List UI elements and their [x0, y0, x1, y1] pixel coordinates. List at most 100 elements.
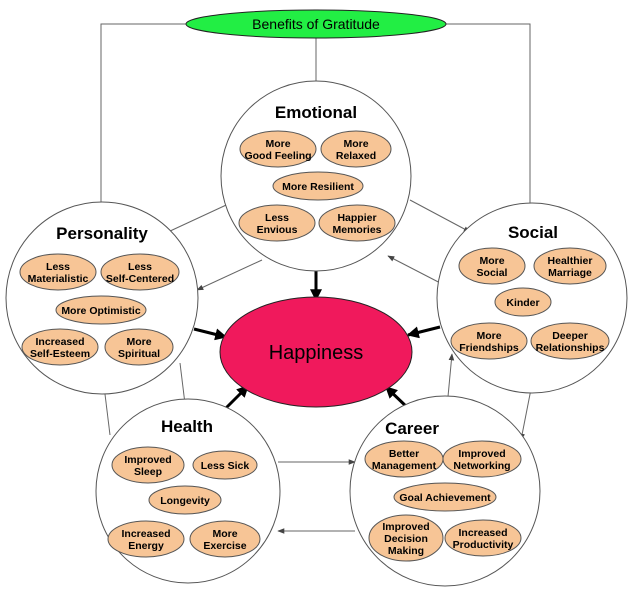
benefit-pill-shape [272, 171, 364, 201]
benefit-label-line: Marriage [548, 267, 592, 279]
benefit-label-line: Management [372, 460, 437, 472]
benefit-label-line: More [126, 336, 151, 348]
benefit-label-line: Less Sick [201, 460, 250, 472]
benefit-pill-shape [450, 322, 528, 360]
benefit-label-line: More Optimistic [61, 305, 141, 317]
benefit-label-line: Self-Centered [106, 273, 174, 285]
happiness-arrows [193, 270, 441, 412]
benefit-label-line: Happier [337, 212, 376, 224]
benefit-label-line: Energy [128, 540, 164, 552]
benefit-label-line: Improved [458, 448, 505, 460]
benefit-label-line: Improved [382, 521, 429, 533]
benefit-label: Kinder [506, 297, 539, 309]
benefit-label-line: Envious [257, 224, 298, 236]
connector-top-social [442, 23, 533, 213]
benefit-pill-shape [189, 520, 261, 558]
benefit-pill-shape [55, 295, 147, 325]
benefit-label: Goal Achievement [399, 492, 491, 504]
benefit-pill: Longevity [148, 485, 222, 515]
center-node-shape [219, 296, 413, 408]
benefit-label-line: Improved [124, 454, 171, 466]
arrow-health-happiness [222, 384, 250, 412]
benefit-label: Longevity [160, 495, 210, 507]
benefit-pill-shape [19, 253, 97, 291]
benefit-label-line: Spiritual [118, 348, 160, 360]
top-node-shape [185, 9, 447, 39]
center-node-label: Happiness [269, 342, 364, 364]
benefit-pill: More Optimistic [55, 295, 147, 325]
benefit-label-line: Kinder [506, 297, 539, 309]
benefit-label-line: Deeper [552, 330, 588, 342]
benefit-label-line: Relationships [536, 342, 605, 354]
benefit-label-line: Increased [458, 527, 507, 539]
benefit-label-line: Self-Esteem [30, 348, 90, 360]
benefit-pill-shape [530, 322, 610, 360]
benefit-label-line: Productivity [453, 539, 514, 551]
benefit-label-line: Longevity [160, 495, 210, 507]
benefit-pill-shape [494, 287, 552, 317]
benefit-label-line: Goal Achievement [399, 492, 491, 504]
benefit-label-line: Friendships [459, 342, 519, 354]
benefit-pill-shape [148, 485, 222, 515]
benefit-pill-shape [100, 253, 180, 291]
benefit-label-line: More Resilient [282, 181, 354, 193]
benefit-pill-shape [444, 519, 522, 557]
center-node: Happiness [219, 296, 413, 408]
benefit-label-line: Less [46, 261, 70, 273]
top-node-label: Benefits of Gratitude [252, 16, 380, 32]
benefit-label-line: Sleep [134, 466, 162, 478]
benefit-pill-shape [192, 450, 258, 480]
benefit-pill: Kinder [494, 287, 552, 317]
category-title-social: Social [508, 223, 558, 242]
benefit-pill-shape [533, 247, 607, 285]
benefit-label-line: Materialistic [28, 273, 89, 285]
category-title-career: Career [385, 419, 439, 438]
benefit-label-line: Social [477, 267, 508, 279]
benefit-label-line: Memories [332, 224, 381, 236]
benefit-pill-shape [368, 514, 444, 562]
benefit-pill-shape [21, 328, 99, 366]
benefit-pill: More Resilient [272, 171, 364, 201]
benefit-label-line: Increased [121, 528, 170, 540]
category-title-emotional: Emotional [275, 103, 357, 122]
benefit-label: More Optimistic [61, 305, 141, 317]
benefit-label-line: Increased [35, 336, 84, 348]
arrow-social-happiness [406, 325, 441, 339]
benefit-label-line: More [212, 528, 237, 540]
benefit-label-line: More [343, 138, 368, 150]
benefit-pill-shape [238, 204, 316, 242]
connector-emotional-personality [196, 259, 263, 291]
benefit-label-line: Healthier [548, 255, 593, 267]
benefit-pill-shape [239, 130, 317, 168]
